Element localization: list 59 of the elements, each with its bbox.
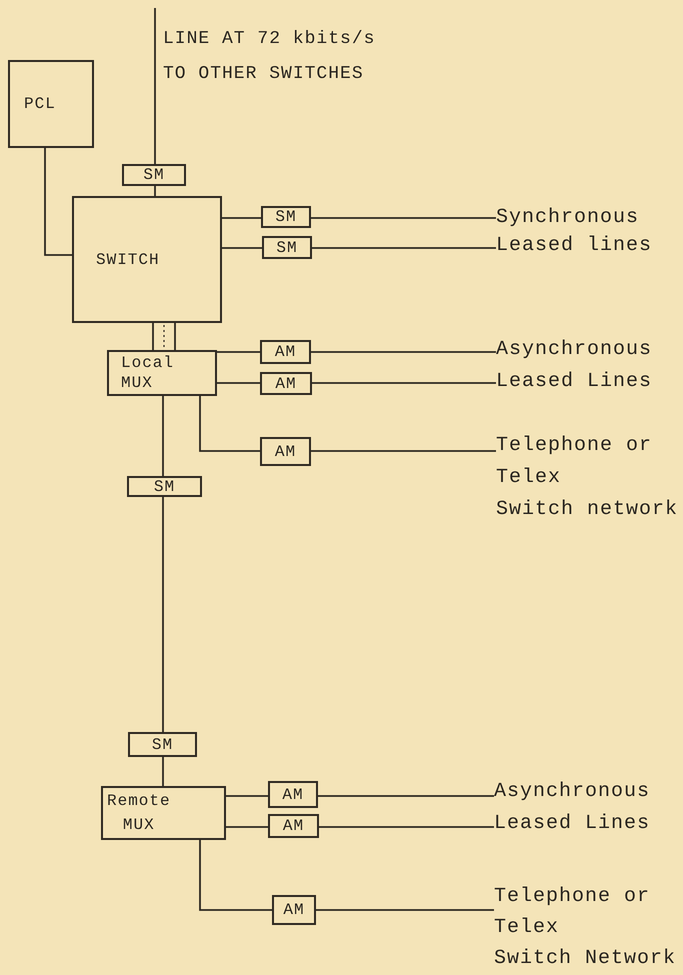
box-label: AM	[274, 442, 296, 462]
connector-line	[318, 795, 494, 797]
connector-line	[199, 840, 272, 911]
line-type-label: Synchronous Leased lines	[496, 204, 682, 260]
box-label: SM	[152, 734, 174, 756]
modem-box	[260, 372, 312, 395]
connector-line	[199, 396, 260, 452]
line-type-label: Asynchronous Leased Lines	[496, 334, 682, 398]
line-type-label: Asynchronous Leased Lines	[494, 776, 680, 840]
connector-line	[311, 351, 496, 353]
modem-box	[268, 814, 319, 838]
box-label: SM	[143, 165, 165, 186]
connector-line	[217, 382, 260, 384]
modem-box	[260, 340, 311, 364]
bus-line	[152, 322, 176, 351]
switch-box	[72, 196, 222, 323]
connector-line	[162, 757, 164, 786]
connector-line	[319, 826, 494, 828]
box-label: Local MUX	[121, 353, 174, 393]
box-label: SM	[275, 207, 297, 228]
modem-box	[262, 236, 312, 259]
connector-line	[162, 497, 164, 732]
network-label: Telephone or Telex Switch network	[496, 430, 682, 526]
connector-line	[162, 396, 164, 476]
modem-box	[268, 781, 318, 808]
pcl-box	[8, 60, 94, 148]
connector-line	[312, 382, 496, 384]
connector-line	[217, 351, 260, 353]
box-label: AM	[275, 374, 297, 394]
connector-line	[312, 247, 496, 249]
box-label: AM	[283, 900, 305, 921]
connector-line	[316, 909, 494, 911]
modem-box	[127, 476, 202, 497]
network-label: Telephone or Telex Switch Network	[494, 881, 680, 975]
connector-line	[154, 186, 156, 196]
connector-line	[311, 217, 496, 219]
connector-line	[222, 217, 261, 219]
modem-box	[260, 437, 311, 466]
connector-line	[154, 8, 156, 164]
box-label: AM	[282, 784, 304, 806]
connector-line	[311, 450, 496, 452]
mux-box	[101, 786, 226, 840]
mux-box	[107, 350, 217, 396]
box-label: SM	[154, 476, 176, 498]
box-label: AM	[274, 342, 296, 363]
connector-line	[226, 826, 268, 828]
connector-line	[222, 247, 262, 249]
modem-box	[272, 895, 316, 925]
connector-line	[226, 795, 268, 797]
modem-box	[122, 164, 186, 186]
modem-box	[261, 206, 311, 228]
box-label: SM	[276, 238, 298, 258]
box-label: AM	[282, 816, 304, 837]
modem-box	[128, 732, 197, 757]
edge-label: LINE AT 72 kbits/s TO OTHER SWITCHES	[163, 28, 376, 86]
box-label: Remote MUX	[107, 791, 171, 836]
box-label: PCL	[24, 94, 56, 115]
box-label: SWITCH	[96, 250, 160, 270]
connector-line	[44, 148, 72, 256]
